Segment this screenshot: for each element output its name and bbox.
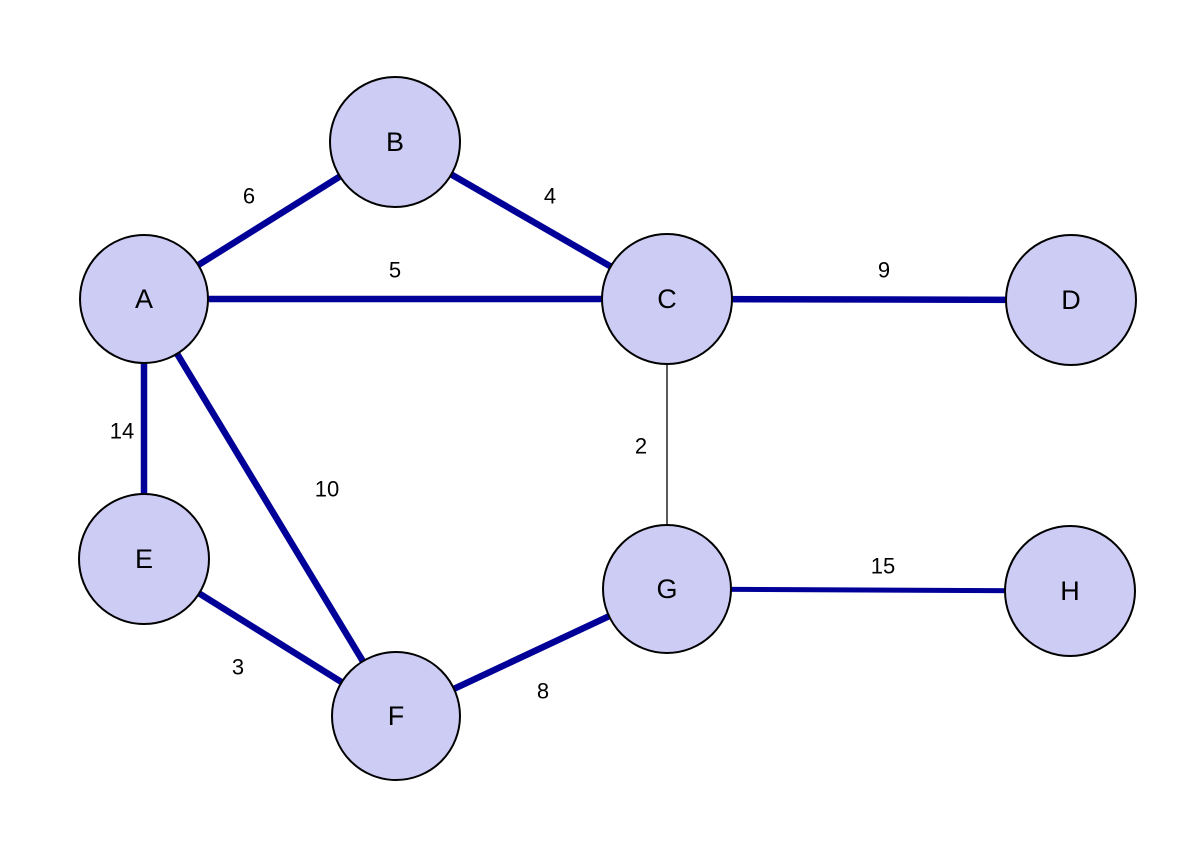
- node-label-B: B: [386, 127, 404, 157]
- node-F: [331, 651, 461, 781]
- edge-weight-A-B: 6: [243, 184, 255, 209]
- node-label-A: A: [135, 284, 153, 314]
- node-label-D: D: [1061, 285, 1081, 315]
- edge-weight-A-E: 14: [110, 419, 134, 444]
- edge-weight-C-G: 2: [635, 434, 647, 459]
- edge-C-D: [666, 295, 1072, 304]
- node-B: [329, 76, 461, 208]
- node-G: [602, 524, 732, 654]
- edge-A-F: [141, 297, 399, 718]
- node-E: [78, 493, 210, 625]
- node-H: [1004, 525, 1136, 657]
- node-A: [79, 234, 209, 364]
- node-label-E: E: [135, 544, 153, 574]
- edge-weight-C-D: 9: [878, 258, 890, 283]
- node-label-C: C: [657, 284, 677, 314]
- node-C: [601, 233, 733, 365]
- node-label-H: H: [1060, 576, 1080, 606]
- edge-weight-G-H: 15: [871, 554, 895, 579]
- edge-G-H: [666, 586, 1071, 594]
- edge-weight-A-C: 5: [389, 258, 401, 283]
- edge-weight-E-F: 3: [232, 655, 244, 680]
- node-label-G: G: [656, 574, 677, 604]
- edge-weight-B-C: 4: [544, 184, 556, 209]
- edge-weight-A-F: 10: [315, 477, 339, 502]
- edge-weight-F-G: 8: [537, 679, 549, 704]
- node-D: [1005, 234, 1137, 366]
- node-label-F: F: [388, 701, 405, 731]
